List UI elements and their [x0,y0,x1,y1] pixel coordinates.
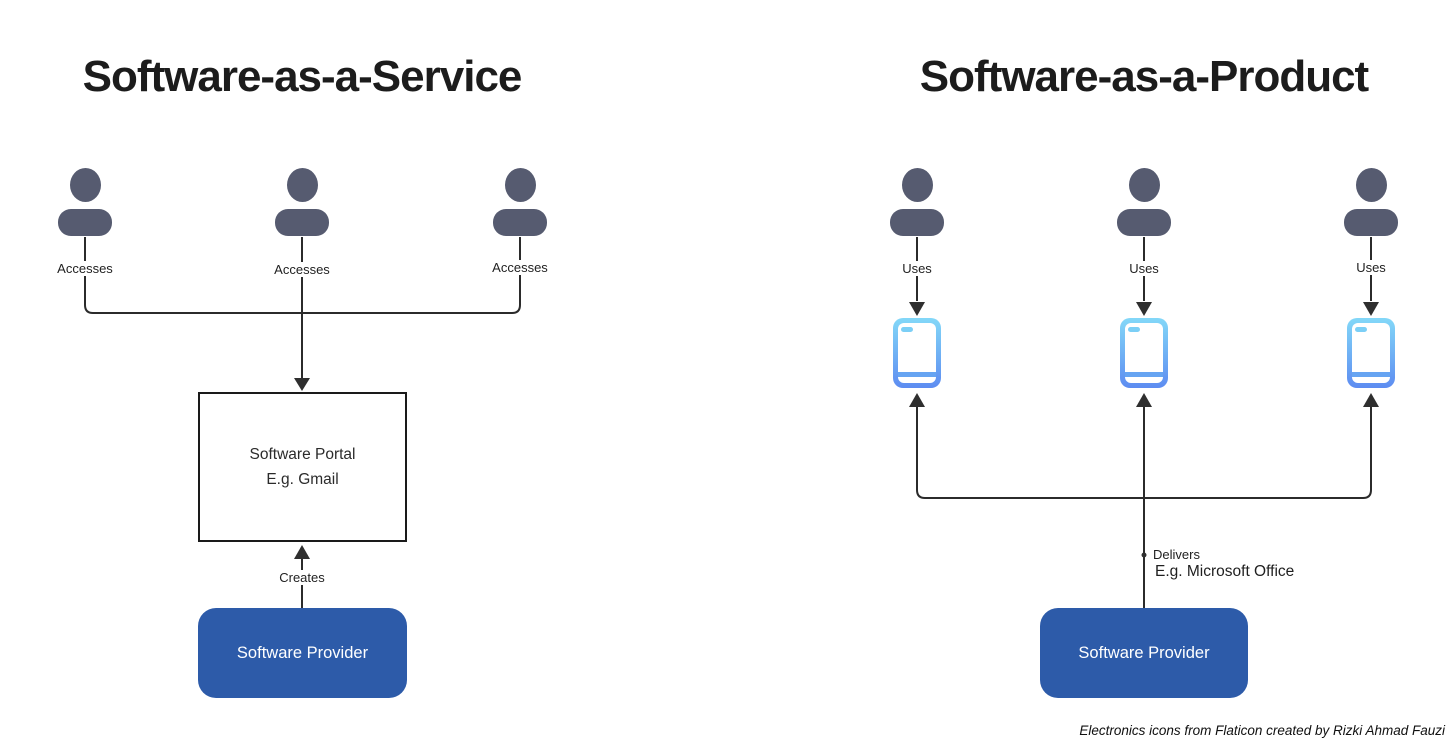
saap-delivers-branch-right [1145,407,1372,499]
software-portal-box: Software Portal E.g. Gmail [198,392,407,542]
accesses-label: Accesses [488,260,552,275]
saas-provider-box: Software Provider [198,608,407,698]
phone-bottom-bar [1352,372,1390,377]
phone-icon [1347,318,1395,388]
phone-speaker [901,327,913,332]
user-icon [1117,168,1171,236]
delivers-label: Delivers [1151,547,1202,562]
phone-icon [1120,318,1168,388]
user-head [1128,168,1160,202]
user-torso [58,209,112,236]
delivers-example-label: E.g. Microsoft Office [1153,562,1297,582]
arrowhead-delivers-right [1363,393,1379,407]
user-head [504,168,536,202]
user-head [1355,168,1387,202]
saas-title: Software-as-a-Service [82,52,523,101]
saap-provider-box: Software Provider [1040,608,1248,698]
user-head [69,168,101,202]
phone-bottom-bar [1125,372,1163,377]
arrowhead-into-portal [294,378,310,391]
portal-box-title: Software Portal [249,446,356,463]
phone-icon [893,318,941,388]
user-torso [1344,209,1398,236]
arrowhead-uses-center [1136,302,1152,316]
user-head [901,168,933,202]
user-icon [493,168,547,236]
user-torso [1117,209,1171,236]
uses-label: Uses [1125,261,1163,276]
creates-label: Creates [275,570,329,585]
saas-connector-left [84,237,301,314]
user-torso [890,209,944,236]
user-icon [275,168,329,236]
icon-credit-note: Electronics icons from Flaticon created … [1079,723,1445,738]
phone-speaker [1128,327,1140,332]
accesses-label: Accesses [270,262,334,277]
arrowhead-uses-left [909,302,925,316]
user-torso [275,209,329,236]
saas-provider-label: Software Provider [236,643,369,662]
phone-speaker [1355,327,1367,332]
accesses-label: Accesses [53,261,117,276]
arrowhead-delivers-left [909,393,925,407]
saas-connector-right [303,237,521,314]
user-icon [1344,168,1398,236]
arrowhead-creates [294,545,310,559]
arrowhead-delivers-center [1136,393,1152,407]
user-head [286,168,318,202]
saap-provider-label: Software Provider [1078,643,1210,662]
uses-label: Uses [1352,260,1390,275]
saap-delivers-branch-left [916,407,1143,499]
arrowhead-uses-right [1363,302,1379,316]
user-icon [890,168,944,236]
uses-label: Uses [898,261,936,276]
saap-title: Software-as-a-Product [919,52,1369,101]
phone-bottom-bar [898,372,936,377]
user-torso [493,209,547,236]
user-icon [58,168,112,236]
portal-box-example: E.g. Gmail [266,471,339,488]
delivers-label-anchor-dot [1141,552,1147,558]
